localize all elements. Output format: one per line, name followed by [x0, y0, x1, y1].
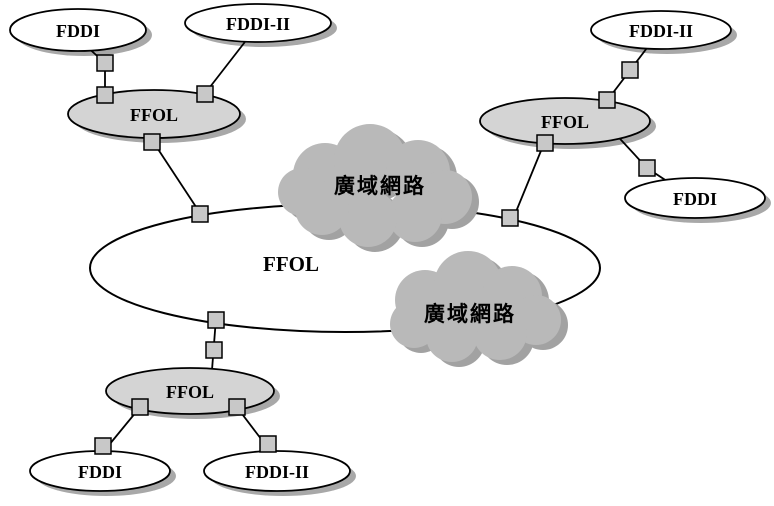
connector-node: [501, 209, 519, 227]
connector-node: [143, 133, 161, 151]
connector-node: [638, 159, 656, 177]
connector-node: [191, 205, 209, 223]
connector-node: [205, 341, 223, 359]
connector-node: [228, 398, 246, 416]
hub-ffol-right: [479, 97, 651, 145]
connector-node: [598, 91, 616, 109]
leaf-fddi2-right: [590, 10, 732, 50]
leaf-fddi-right: [624, 177, 766, 219]
wan-cloud-bottom-label: 廣域網路: [424, 302, 516, 326]
leaf-fddi-bottom-label: FDDI: [78, 462, 122, 482]
leaf-fddi2-bottom: [203, 450, 351, 492]
link-ffol-top-left-to-ring: [151, 139, 203, 217]
connector-node: [94, 437, 112, 455]
leaf-fddi-top-left-label: FDDI: [56, 21, 100, 41]
leaf-fddi2-right-label: FDDI-II: [629, 21, 693, 41]
backbone-label: FFOL: [263, 252, 319, 276]
hub-ffol-bottom-label: FFOL: [166, 382, 214, 402]
leaf-fddi2-top-left-label: FDDI-II: [226, 14, 290, 34]
leaf-fddi2-top-left: [184, 3, 332, 43]
leaf-fddi-right-label: FDDI: [673, 189, 717, 209]
connector-node: [259, 435, 277, 453]
connector-node: [207, 311, 225, 329]
connector-node: [96, 86, 114, 104]
connector-node: [536, 134, 554, 152]
hub-ffol-top-left-label: FFOL: [130, 105, 178, 125]
leaf-fddi2-bottom-label: FDDI-II: [245, 462, 309, 482]
connector-node: [196, 85, 214, 103]
connector-node: [621, 61, 639, 79]
wan-cloud-top-label: 廣域網路: [334, 174, 426, 198]
connector-node: [131, 398, 149, 416]
connector-node: [96, 54, 114, 72]
link-ffol-right-to-ring: [512, 140, 546, 220]
hub-ffol-right-label: FFOL: [541, 112, 589, 132]
leaf-fddi-top-left: [9, 8, 147, 52]
